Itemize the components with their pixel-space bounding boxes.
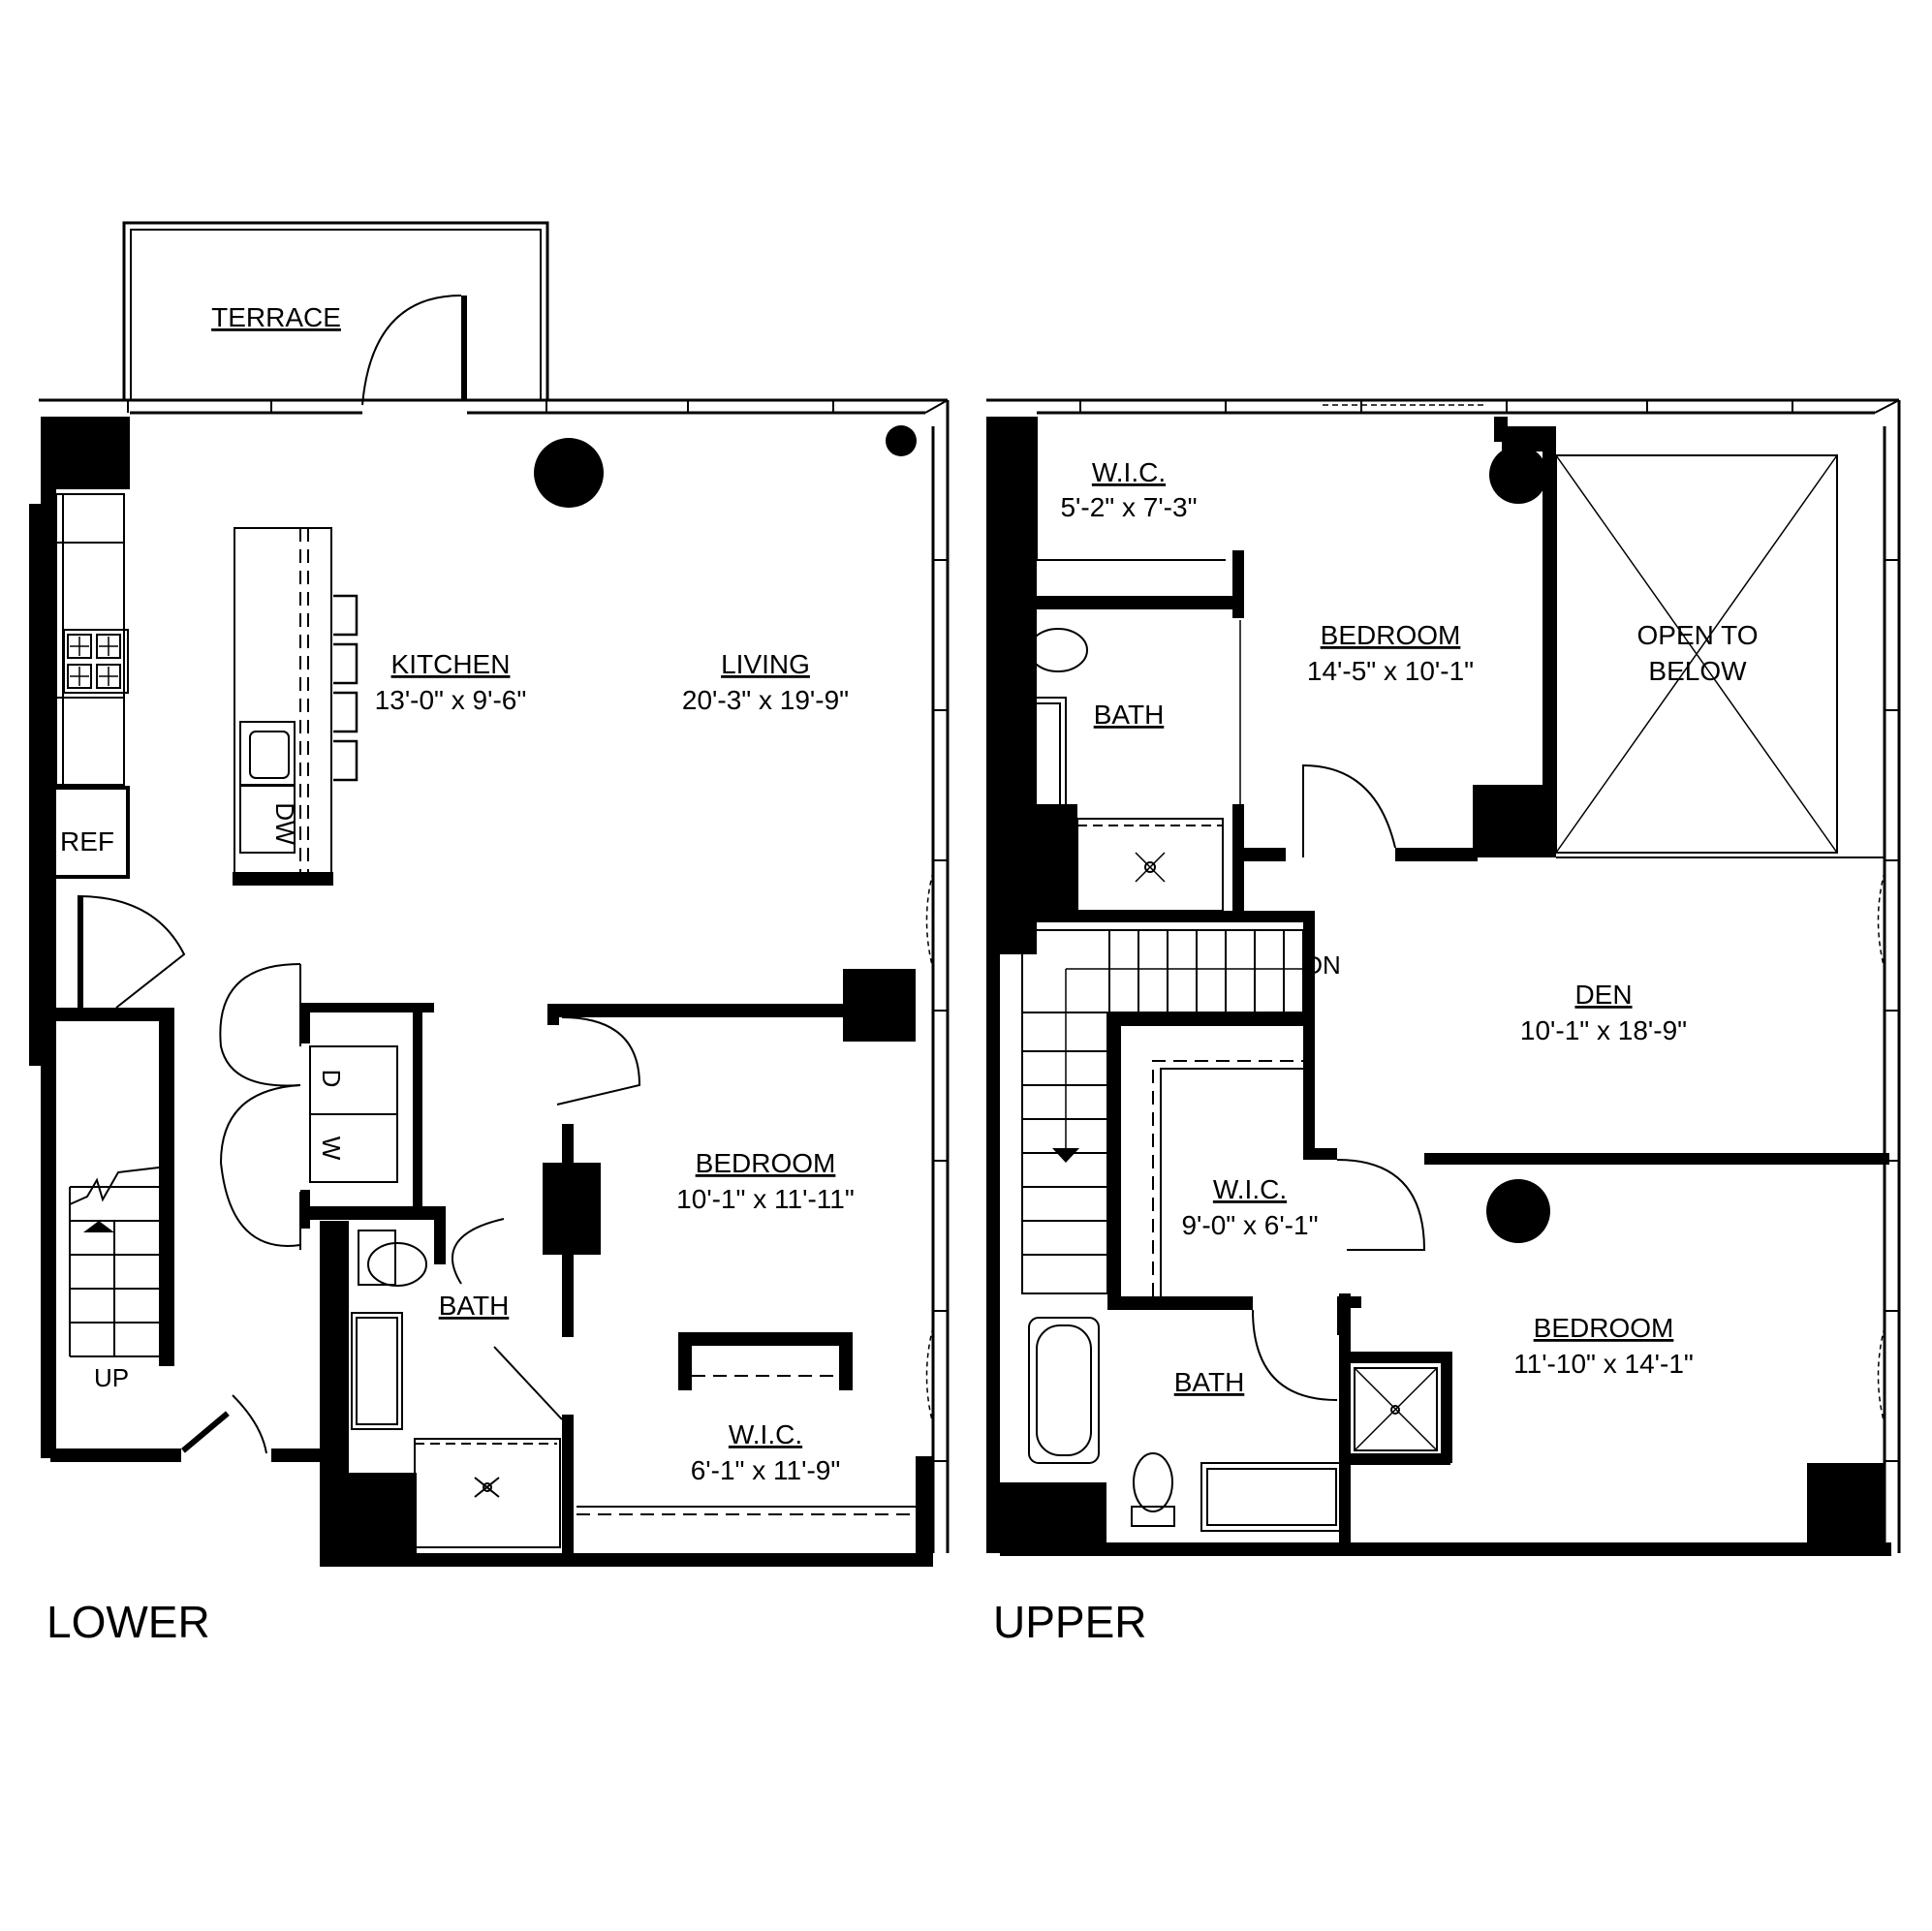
stair-up-arrow-icon xyxy=(83,1221,114,1232)
upper-bottom-bath-fixtures xyxy=(1028,1317,1438,1532)
lower-floor-plan: TERRACE KITCHEN 13'-0" x 9'-6" LIVING 20… xyxy=(29,221,950,1647)
den-dims: 10'-1" x 18'-9" xyxy=(1520,1015,1687,1045)
upper-floor-plan: W.I.C. 5'-2" x 7'-3" BEDROOM 14'-5" x 10… xyxy=(986,398,1901,1647)
lower-wic-shelves xyxy=(576,1375,916,1515)
open-to-below-label-line1: OPEN TO xyxy=(1636,620,1758,650)
bedroom-dims: 10'-1" x 11'-11" xyxy=(676,1184,855,1214)
upper-wic-door-swing xyxy=(1336,1159,1426,1251)
upper-floor-title: UPPER xyxy=(993,1597,1146,1647)
lower-walls xyxy=(29,417,933,1567)
stairs-up-label: UP xyxy=(94,1363,129,1392)
upper-bath-door-swing xyxy=(1252,1309,1338,1401)
upper-right-window-wall xyxy=(1874,399,1901,1553)
closet-door-swing xyxy=(77,895,186,1009)
upper-wic-mid-label: W.I.C. xyxy=(1213,1174,1287,1204)
laundry-doors xyxy=(219,963,301,1250)
upper-bedroom-bottom-label: BEDROOM xyxy=(1534,1313,1674,1343)
upper-bedroom-door-swing xyxy=(1302,763,1396,857)
dryer-label: D xyxy=(317,1070,346,1088)
lower-right-window-wall xyxy=(924,399,950,1553)
upper-top-bath-fixtures xyxy=(1011,620,1241,912)
bedroom-label: BEDROOM xyxy=(696,1148,836,1178)
bedroom-door-swing xyxy=(556,1016,641,1106)
upper-bath-bottom-label: BATH xyxy=(1174,1367,1245,1397)
upper-bedroom-top-label: BEDROOM xyxy=(1321,620,1461,650)
open-to-below-label-line2: BELOW xyxy=(1648,656,1747,686)
column xyxy=(1489,446,1547,504)
stairs-down-label: DN xyxy=(1304,950,1341,980)
upper-bedroom-bottom-dims: 11'-10" x 14'-1" xyxy=(1513,1349,1694,1379)
upper-walls xyxy=(986,417,1891,1556)
cooktop-icon xyxy=(63,629,129,694)
lower-bath-door-swing xyxy=(451,1218,505,1285)
living-label: LIVING xyxy=(721,649,810,679)
lower-bath-door-swing xyxy=(493,1346,563,1420)
refrigerator xyxy=(47,786,130,879)
stairs-upper xyxy=(1021,929,1304,1294)
upper-bedroom-top-dims: 14'-5" x 10'-1" xyxy=(1307,656,1474,686)
upper-bath-top-label: BATH xyxy=(1094,700,1165,730)
dishwasher-label: DW xyxy=(270,802,299,845)
upper-mid-wic xyxy=(1152,1060,1303,1296)
ref-label: REF xyxy=(60,826,114,856)
wic-dims: 6'-1" x 11'-9" xyxy=(691,1455,841,1485)
kitchen-label: KITCHEN xyxy=(391,649,511,679)
lower-top-window-wall xyxy=(39,398,948,415)
island-base xyxy=(233,872,333,886)
bath-label: BATH xyxy=(439,1291,510,1321)
upper-wic-top-dims: 5'-2" x 7'-3" xyxy=(1060,492,1197,522)
kitchen-dims: 13'-0" x 9'-6" xyxy=(375,685,527,715)
upper-top-wic-outline xyxy=(1036,417,1226,561)
stair-down-arrow-icon xyxy=(1052,1148,1079,1163)
stairs-lower xyxy=(69,1167,160,1357)
upper-wic-top-label: W.I.C. xyxy=(1092,457,1166,487)
washer-label: W xyxy=(317,1137,346,1161)
lower-floor-title: LOWER xyxy=(47,1597,210,1647)
column xyxy=(886,425,917,456)
upper-wic-mid-dims: 9'-0" x 6'-1" xyxy=(1181,1210,1318,1240)
terrace-label: TERRACE xyxy=(211,302,341,332)
column xyxy=(1486,1179,1550,1243)
terrace-railing xyxy=(122,221,549,400)
upper-top-window-wall xyxy=(986,398,1899,415)
closet-door xyxy=(78,896,83,1008)
front-door xyxy=(180,1411,230,1453)
lower-bath-fixtures xyxy=(351,1230,561,1548)
wic-label: W.I.C. xyxy=(729,1419,802,1449)
laundry-closet xyxy=(309,1045,398,1183)
open-to-below-void xyxy=(1555,454,1885,858)
column xyxy=(534,438,604,508)
living-dims: 20'-3" x 19'-9" xyxy=(682,685,849,715)
den-label: DEN xyxy=(1574,980,1632,1010)
kitchen-counter xyxy=(55,493,125,786)
terrace-door-swing xyxy=(361,295,462,406)
bar-stool xyxy=(333,594,358,782)
front-door-swing xyxy=(232,1394,267,1454)
terrace-door xyxy=(461,296,467,400)
